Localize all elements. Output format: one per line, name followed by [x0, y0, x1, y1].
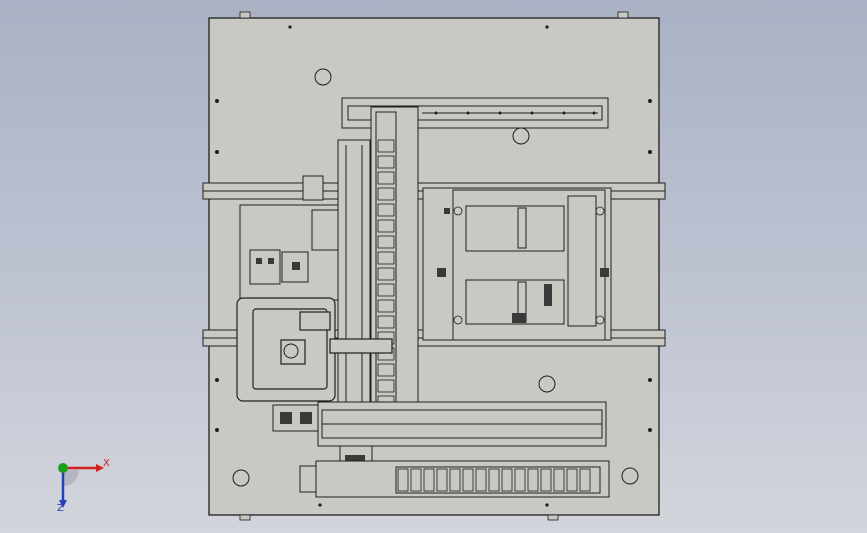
triad-z-label: Z	[57, 503, 64, 514]
bottom-drag-chain	[315, 460, 610, 498]
top-edge-tabs	[239, 11, 629, 521]
triad-x-label: X	[103, 458, 110, 469]
vertical-gantry	[337, 106, 419, 438]
top-rail-bolts	[434, 111, 596, 115]
left-carriage-dark-parts	[256, 258, 300, 270]
axis-triad	[58, 463, 104, 508]
small-screw-holes	[215, 25, 652, 507]
work-table-holes	[453, 206, 605, 325]
bottom-linear-rail	[317, 401, 607, 447]
gripper-nozzle	[283, 343, 299, 359]
work-table-fixtures	[437, 208, 609, 323]
bottom-chain-links	[397, 468, 591, 492]
